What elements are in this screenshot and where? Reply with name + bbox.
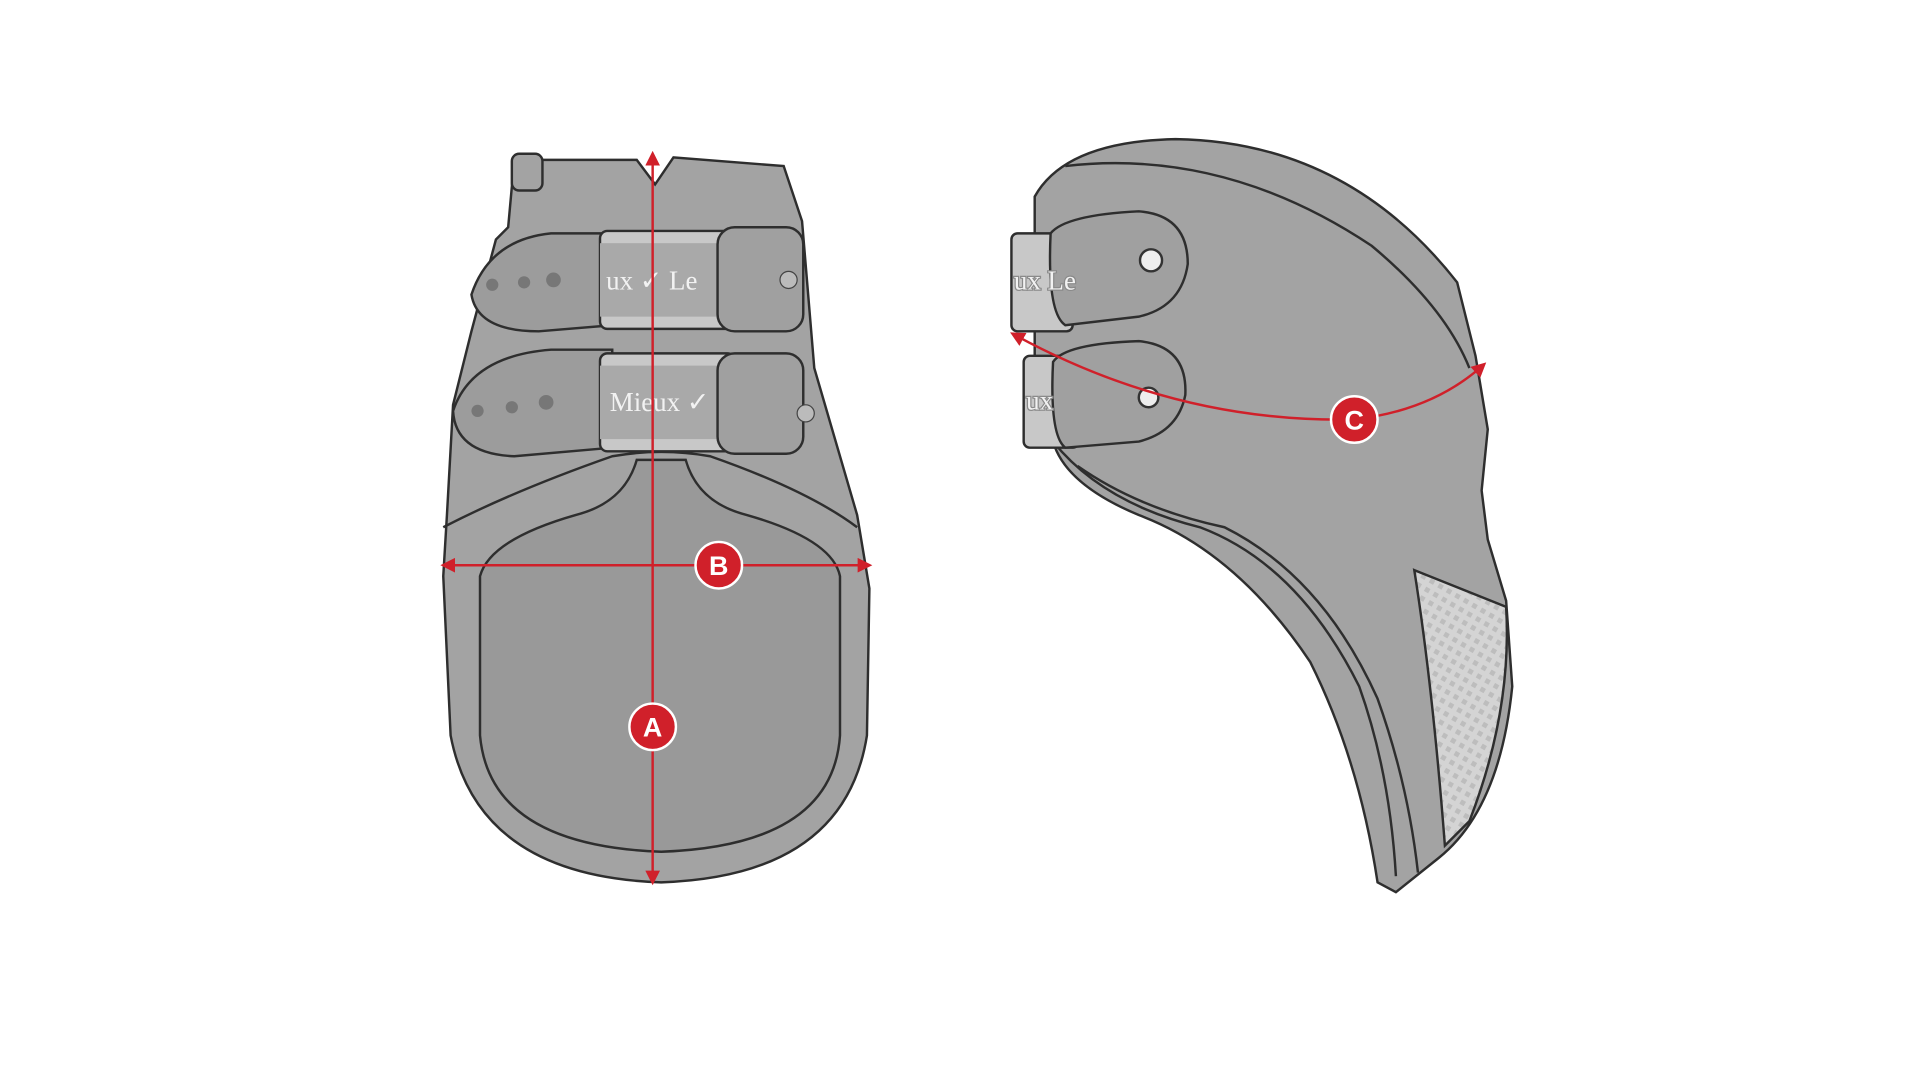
strap-bottom: Mieux ✓	[451, 348, 815, 458]
label-b: B	[709, 551, 728, 581]
label-c-badge: C	[1329, 395, 1379, 444]
label-b-badge: B	[694, 540, 744, 590]
boot-side-view: ux Le ux	[1010, 137, 1514, 894]
side-strap-bottom-brand: ux	[1026, 386, 1053, 416]
side-strap-top-brand: ux Le	[1014, 266, 1076, 296]
carbon-panel	[1412, 568, 1509, 849]
label-a-badge: A	[628, 702, 678, 752]
boot-front-view: ux ✓ Le Mieux ✓	[442, 152, 871, 884]
strap-top: ux ✓ Le	[470, 226, 805, 333]
boot-side-body	[1033, 137, 1514, 894]
label-a: A	[643, 713, 662, 743]
measure-line-c	[1010, 332, 1487, 421]
strap-bottom-brand: Mieux ✓	[610, 387, 710, 417]
side-strap-top: ux Le	[1010, 210, 1189, 333]
label-c: C	[1345, 405, 1364, 435]
boot-tab	[510, 152, 544, 192]
